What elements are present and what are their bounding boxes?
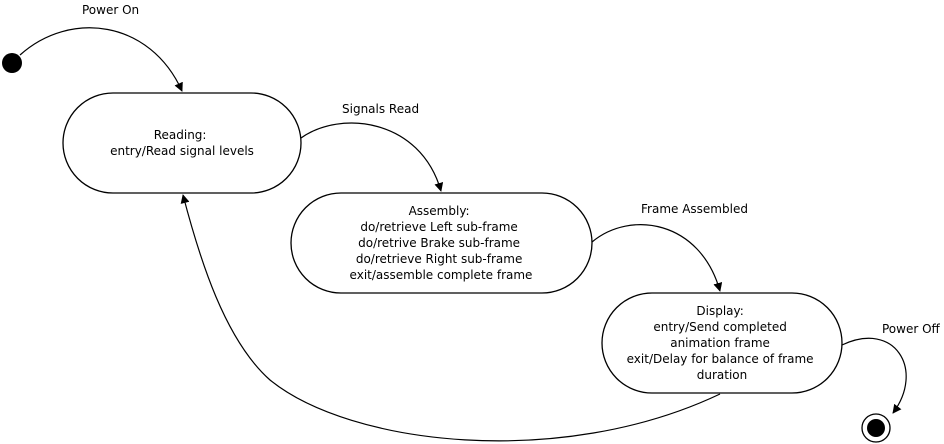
svg-text:Assembly: do/retrieve Le: Assembly: do/retrieve Left sub-frame do/… [350, 204, 533, 282]
power-on-label: Power On [82, 3, 139, 17]
svg-text:Reading: entry/Read sign: Reading: entry/Read signal levels [110, 128, 254, 158]
assembly-do-right: do/retrieve Right sub-frame [356, 252, 523, 266]
display-title: Display: [696, 304, 743, 318]
power-off-arrow [841, 337, 907, 414]
reading-entry-action: entry/Read signal levels [110, 144, 254, 158]
initial-state [2, 53, 22, 73]
state-reading: Reading: entry/Read signal levels [62, 92, 302, 194]
display-exit-action: exit/Delay for balance of frame [627, 352, 814, 366]
frame-assembled-label: Frame Assembled [641, 202, 748, 216]
signals-read-arrow [300, 122, 444, 192]
assembly-title: Assembly: [409, 204, 470, 218]
reading-title: Reading: [154, 128, 207, 142]
display-entry-action: entry/Send completed [653, 320, 786, 334]
final-state [861, 413, 891, 443]
power-off-label: Power Off [882, 322, 941, 336]
display-to-reading-arrow [180, 194, 721, 442]
state-assembly: Assembly: do/retrieve Left sub-frame do/… [290, 192, 593, 294]
assembly-do-left: do/retrieve Left sub-frame [360, 220, 518, 234]
frame-assembled-arrow [591, 224, 723, 292]
svg-text:Display: entry/Send comp: Display: entry/Send completed animation … [627, 304, 818, 382]
power-on-arrow [19, 27, 183, 92]
display-entry-action-cont: animation frame [670, 336, 770, 350]
display-exit-action-cont: duration [697, 368, 748, 382]
assembly-do-brake: do/retrive Brake sub-frame [358, 236, 520, 250]
state-display: Display: entry/Send completed animation … [601, 292, 843, 394]
signals-read-label: Signals Read [342, 102, 419, 116]
assembly-exit-action: exit/assemble complete frame [350, 268, 533, 282]
